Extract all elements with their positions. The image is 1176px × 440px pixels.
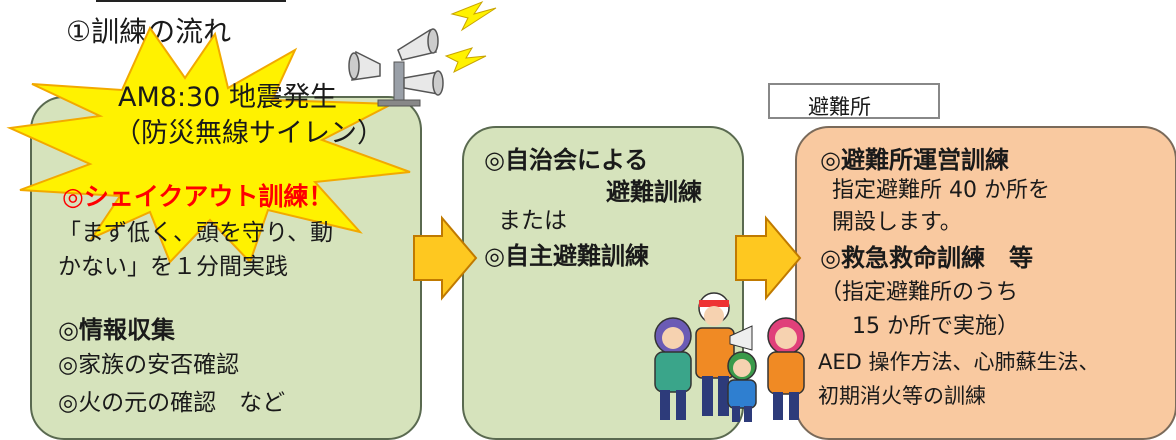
- earthquake-burst-shape: [6, 25, 411, 264]
- box3-line-3: 開設します。: [832, 210, 962, 235]
- evacuation-center-tag: 避難所: [768, 83, 940, 119]
- info-heading: ◎情報収集: [58, 316, 175, 344]
- box3-line-5: （指定避難所のうち: [820, 280, 1019, 305]
- burst-line-2: （防災無線サイレン）: [114, 118, 384, 149]
- flow-arrow-1: [413, 215, 478, 301]
- speaker-siren-icon: [348, 28, 444, 107]
- box3-line-7: AED 操作方法、心肺蘇生法、: [818, 350, 1100, 374]
- box3-line-8: 初期消火等の訓練: [818, 384, 986, 408]
- stage-3-box: [795, 126, 1176, 440]
- box2-line-4: ◎自主避難訓練: [484, 242, 649, 270]
- evacuating-people-illustration: [654, 292, 805, 422]
- box3-line-2: 指定避難所 40 か所を: [832, 178, 1050, 203]
- flow-arrow-2: [735, 215, 802, 301]
- burst-line-1: AM8:30 地震発生: [118, 82, 337, 113]
- lightning-bolt-icon: [444, 0, 497, 74]
- box1-line-5: ◎家族の安否確認: [58, 352, 240, 378]
- title-underline: [96, 0, 286, 2]
- stage-2-box: [462, 126, 744, 440]
- box2-line-3: または: [498, 208, 567, 234]
- diagram-graphics: [6, 0, 805, 422]
- box1-line-2: 「まず低く、頭を守り、動: [58, 220, 334, 246]
- box3-line-1: ◎避難所運営訓練: [820, 146, 1009, 174]
- shakeout-heading: ◎シェイクアウト訓練！: [62, 182, 334, 211]
- box1-line-3: かない」を１分間実践: [58, 254, 288, 280]
- box3-line-4: ◎救急救命訓練 等: [820, 244, 1033, 272]
- box3-line-6: 15 か所で実施）: [852, 314, 1019, 339]
- evacuation-center-tag-label: 避難所: [808, 95, 871, 119]
- box2-line-1: ◎自治会による: [484, 146, 649, 174]
- box2-line-2: 避難訓練: [606, 178, 702, 206]
- box1-line-6: ◎火の元の確認 など: [58, 390, 286, 416]
